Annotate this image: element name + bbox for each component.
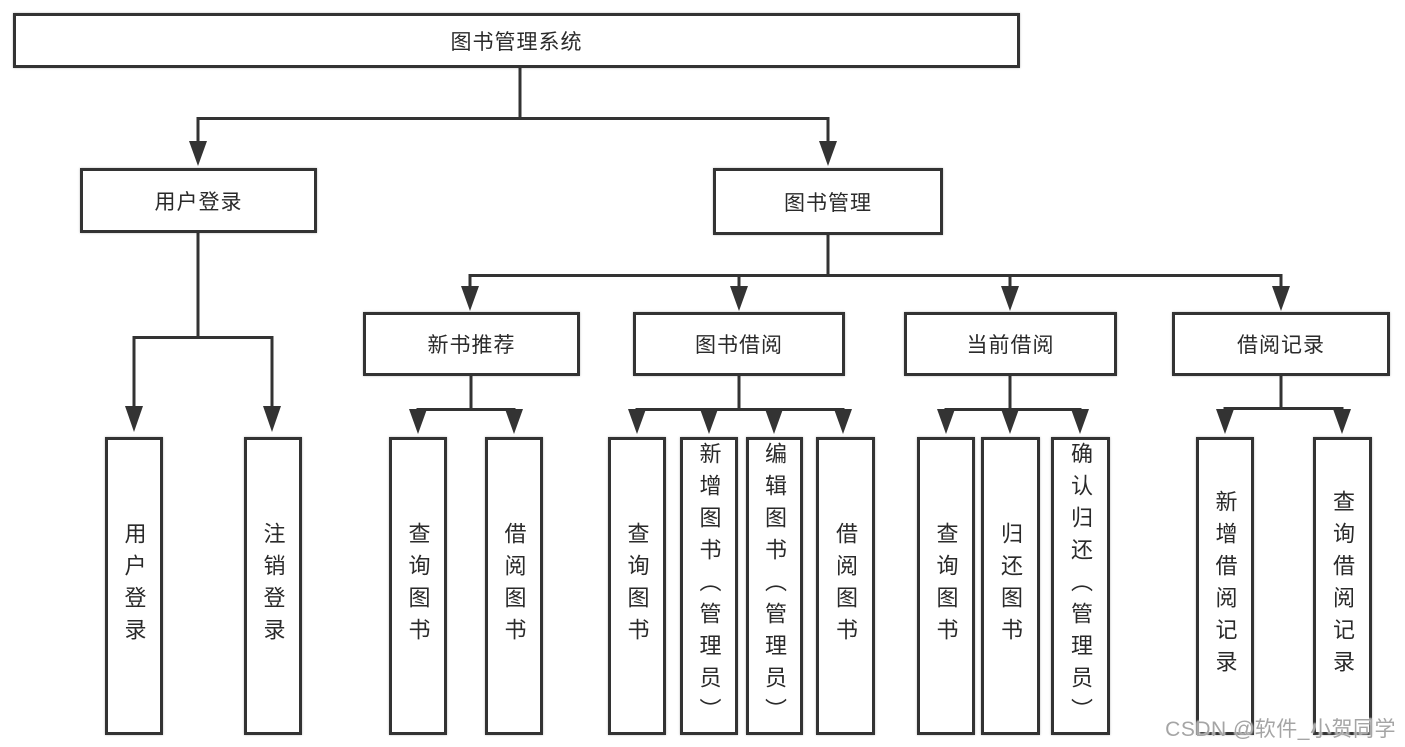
leaf-edit-books-admin: 编辑图书（管理员）: [746, 437, 803, 735]
arrowhead: [819, 141, 837, 166]
node-book-management: 图书管理: [713, 168, 943, 235]
leaf-logout: 注销登录: [244, 437, 302, 735]
leaf-label: 新增借阅记录: [1212, 490, 1238, 682]
leaf-label: 查询图书: [933, 522, 959, 650]
leaf-label: 用户登录: [121, 522, 147, 650]
csdn-watermark: CSDN @软件_小贺同学: [1165, 718, 1396, 741]
node-label: 用户登录: [154, 190, 243, 214]
leaf-label: 查询借阅记录: [1330, 490, 1356, 682]
connector-root: [189, 68, 837, 166]
arrowhead: [1333, 409, 1351, 434]
node-label: 新书推荐: [427, 334, 516, 357]
leaf-label: 确认归还（管理员）: [1068, 442, 1094, 730]
arrowhead: [730, 286, 748, 311]
arrowhead: [125, 406, 143, 432]
node-label: 图书管理: [784, 191, 872, 215]
arrowhead: [505, 409, 523, 434]
leaf-add-books-admin: 新增图书（管理员）: [680, 437, 738, 735]
connector-book-management: [461, 235, 1290, 311]
node-label: 图书管理系统: [450, 30, 583, 54]
arrowhead: [1001, 409, 1019, 434]
leaf-label: 借阅图书: [501, 522, 527, 650]
node-new-book-recommendation: 新书推荐: [363, 312, 580, 376]
leaf-label: 查询图书: [405, 522, 431, 650]
leaf-add-borrow-record: 新增借阅记录: [1196, 437, 1254, 735]
node-current-borrowing: 当前借阅: [904, 312, 1117, 376]
arrowhead: [1272, 286, 1290, 311]
arrowhead: [1001, 286, 1019, 311]
connector-book-borrowing: [628, 376, 852, 434]
leaf-label: 新增图书（管理员）: [696, 442, 722, 730]
arrowhead: [1071, 409, 1089, 434]
leaf-return-books: 归还图书: [981, 437, 1040, 735]
leaf-confirm-return-admin: 确认归还（管理员）: [1051, 437, 1110, 735]
arrowhead: [834, 409, 852, 434]
leaf-label: 注销登录: [260, 522, 286, 650]
leaf-borrow-books-recommend: 借阅图书: [485, 437, 543, 735]
arrowhead: [700, 409, 718, 434]
arrowhead: [765, 409, 783, 434]
leaf-label: 借阅图书: [833, 522, 859, 650]
node-label: 图书借阅: [695, 334, 783, 357]
leaf-label: 编辑图书（管理员）: [762, 442, 788, 730]
leaf-query-borrow-record: 查询借阅记录: [1313, 437, 1372, 735]
arrowhead: [1216, 409, 1234, 434]
connector-current-borrowing: [937, 376, 1089, 434]
leaf-label: 查询图书: [624, 522, 650, 650]
connector-new-book-recommendation: [409, 376, 523, 434]
connector-borrowing-records: [1216, 376, 1351, 434]
leaf-query-books-recommend: 查询图书: [389, 437, 447, 735]
node-user-login: 用户登录: [80, 168, 317, 233]
node-label: 借阅记录: [1237, 334, 1325, 357]
leaf-label: 归还图书: [998, 522, 1024, 650]
leaf-query-books-current: 查询图书: [917, 437, 975, 735]
node-book-borrowing: 图书借阅: [633, 312, 845, 376]
leaf-borrow-books-borrowing: 借阅图书: [816, 437, 875, 735]
node-borrowing-records: 借阅记录: [1172, 312, 1390, 376]
arrowhead: [461, 286, 479, 311]
connector-user-login: [125, 233, 281, 432]
arrowhead: [263, 406, 281, 432]
node-library-management-system: 图书管理系统: [13, 13, 1020, 68]
arrowhead: [409, 409, 427, 434]
node-label: 当前借阅: [966, 334, 1055, 357]
leaf-query-books-borrowing: 查询图书: [608, 437, 666, 735]
leaf-user-login: 用户登录: [105, 437, 163, 735]
arrowhead: [628, 409, 646, 434]
arrowhead: [937, 409, 955, 434]
arrowhead: [189, 141, 207, 166]
